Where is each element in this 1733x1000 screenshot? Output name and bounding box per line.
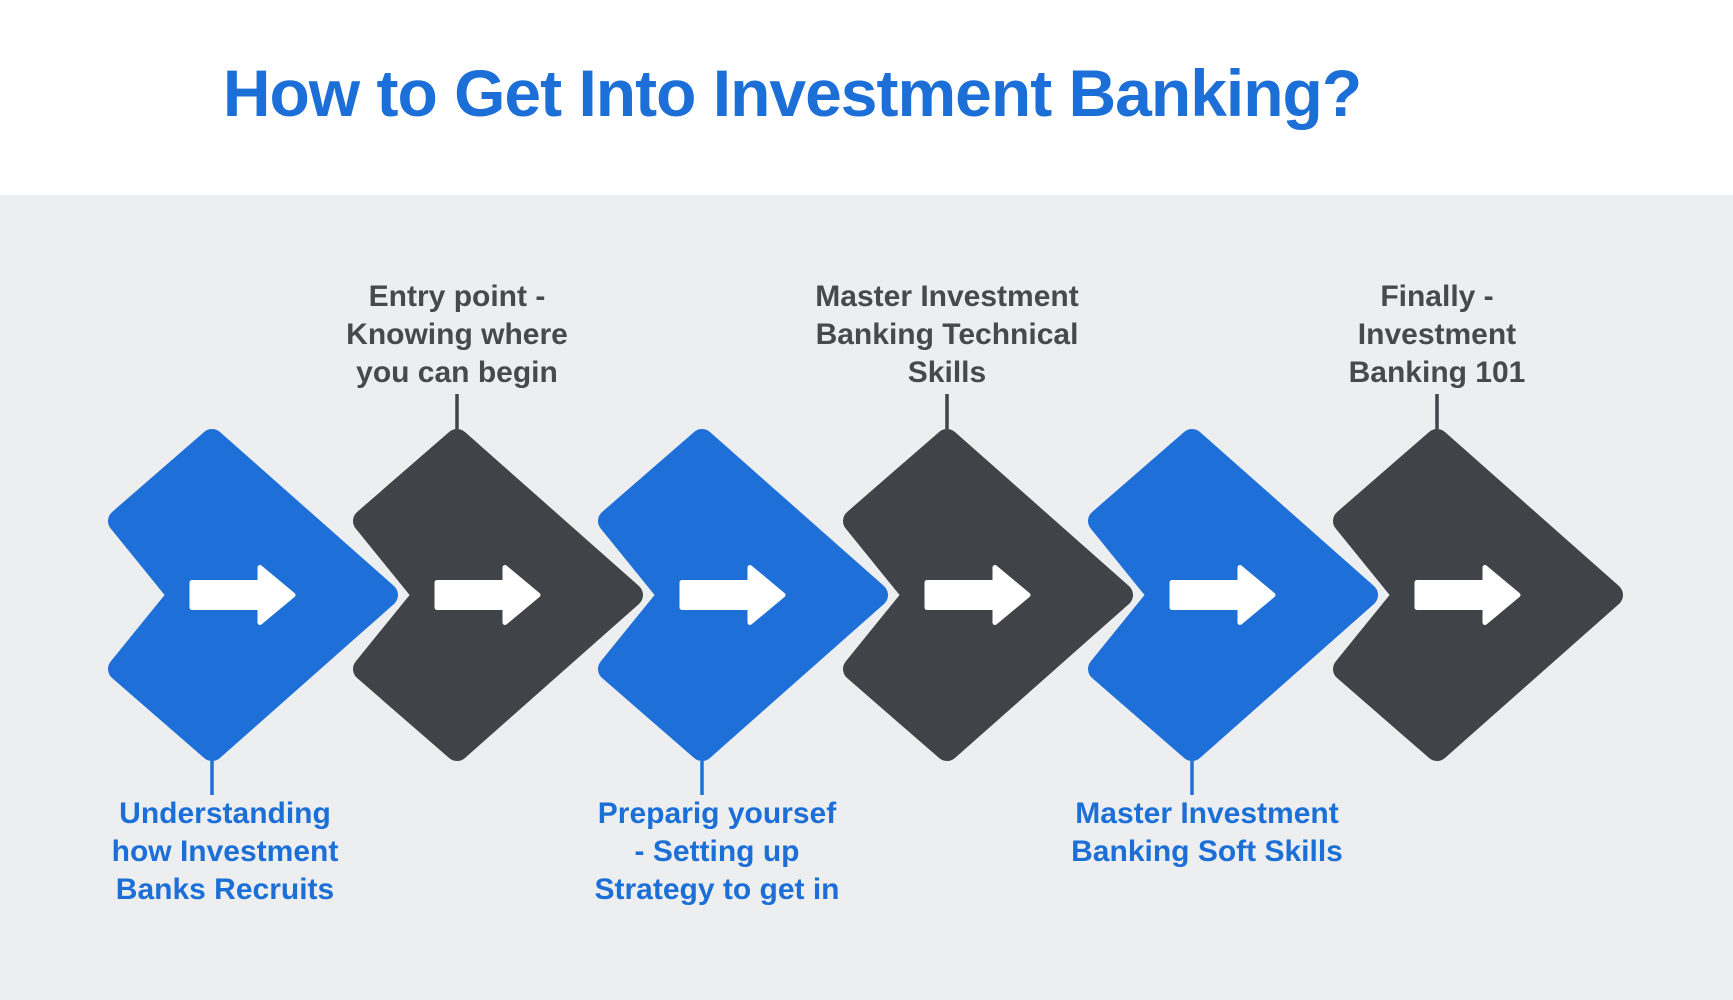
step-label-3: Preparig yoursef - Setting up Strategy t… [594, 797, 840, 906]
step-label-4: Master Investment Banking Technical Skil… [815, 280, 1079, 389]
step-label-1: Understanding how Investment Banks Recru… [111, 797, 339, 906]
chevron-step-1 [120, 441, 386, 795]
chevron-step-6 [1345, 394, 1611, 749]
chevron-step-5 [1100, 441, 1366, 795]
step-label-2: Entry point - Knowing where you can begi… [346, 280, 568, 389]
page-title: How to Get Into Investment Banking? [222, 56, 1362, 130]
step-label-6: Finally - Investment Banking 101 [1348, 280, 1526, 389]
chevron-step-2 [365, 394, 631, 749]
header-band: How to Get Into Investment Banking? [0, 0, 1733, 195]
chevron-step-3 [610, 441, 876, 795]
step-label-5: Master Investment Banking Soft Skills [1071, 797, 1343, 868]
chevron-step-4 [855, 394, 1121, 749]
